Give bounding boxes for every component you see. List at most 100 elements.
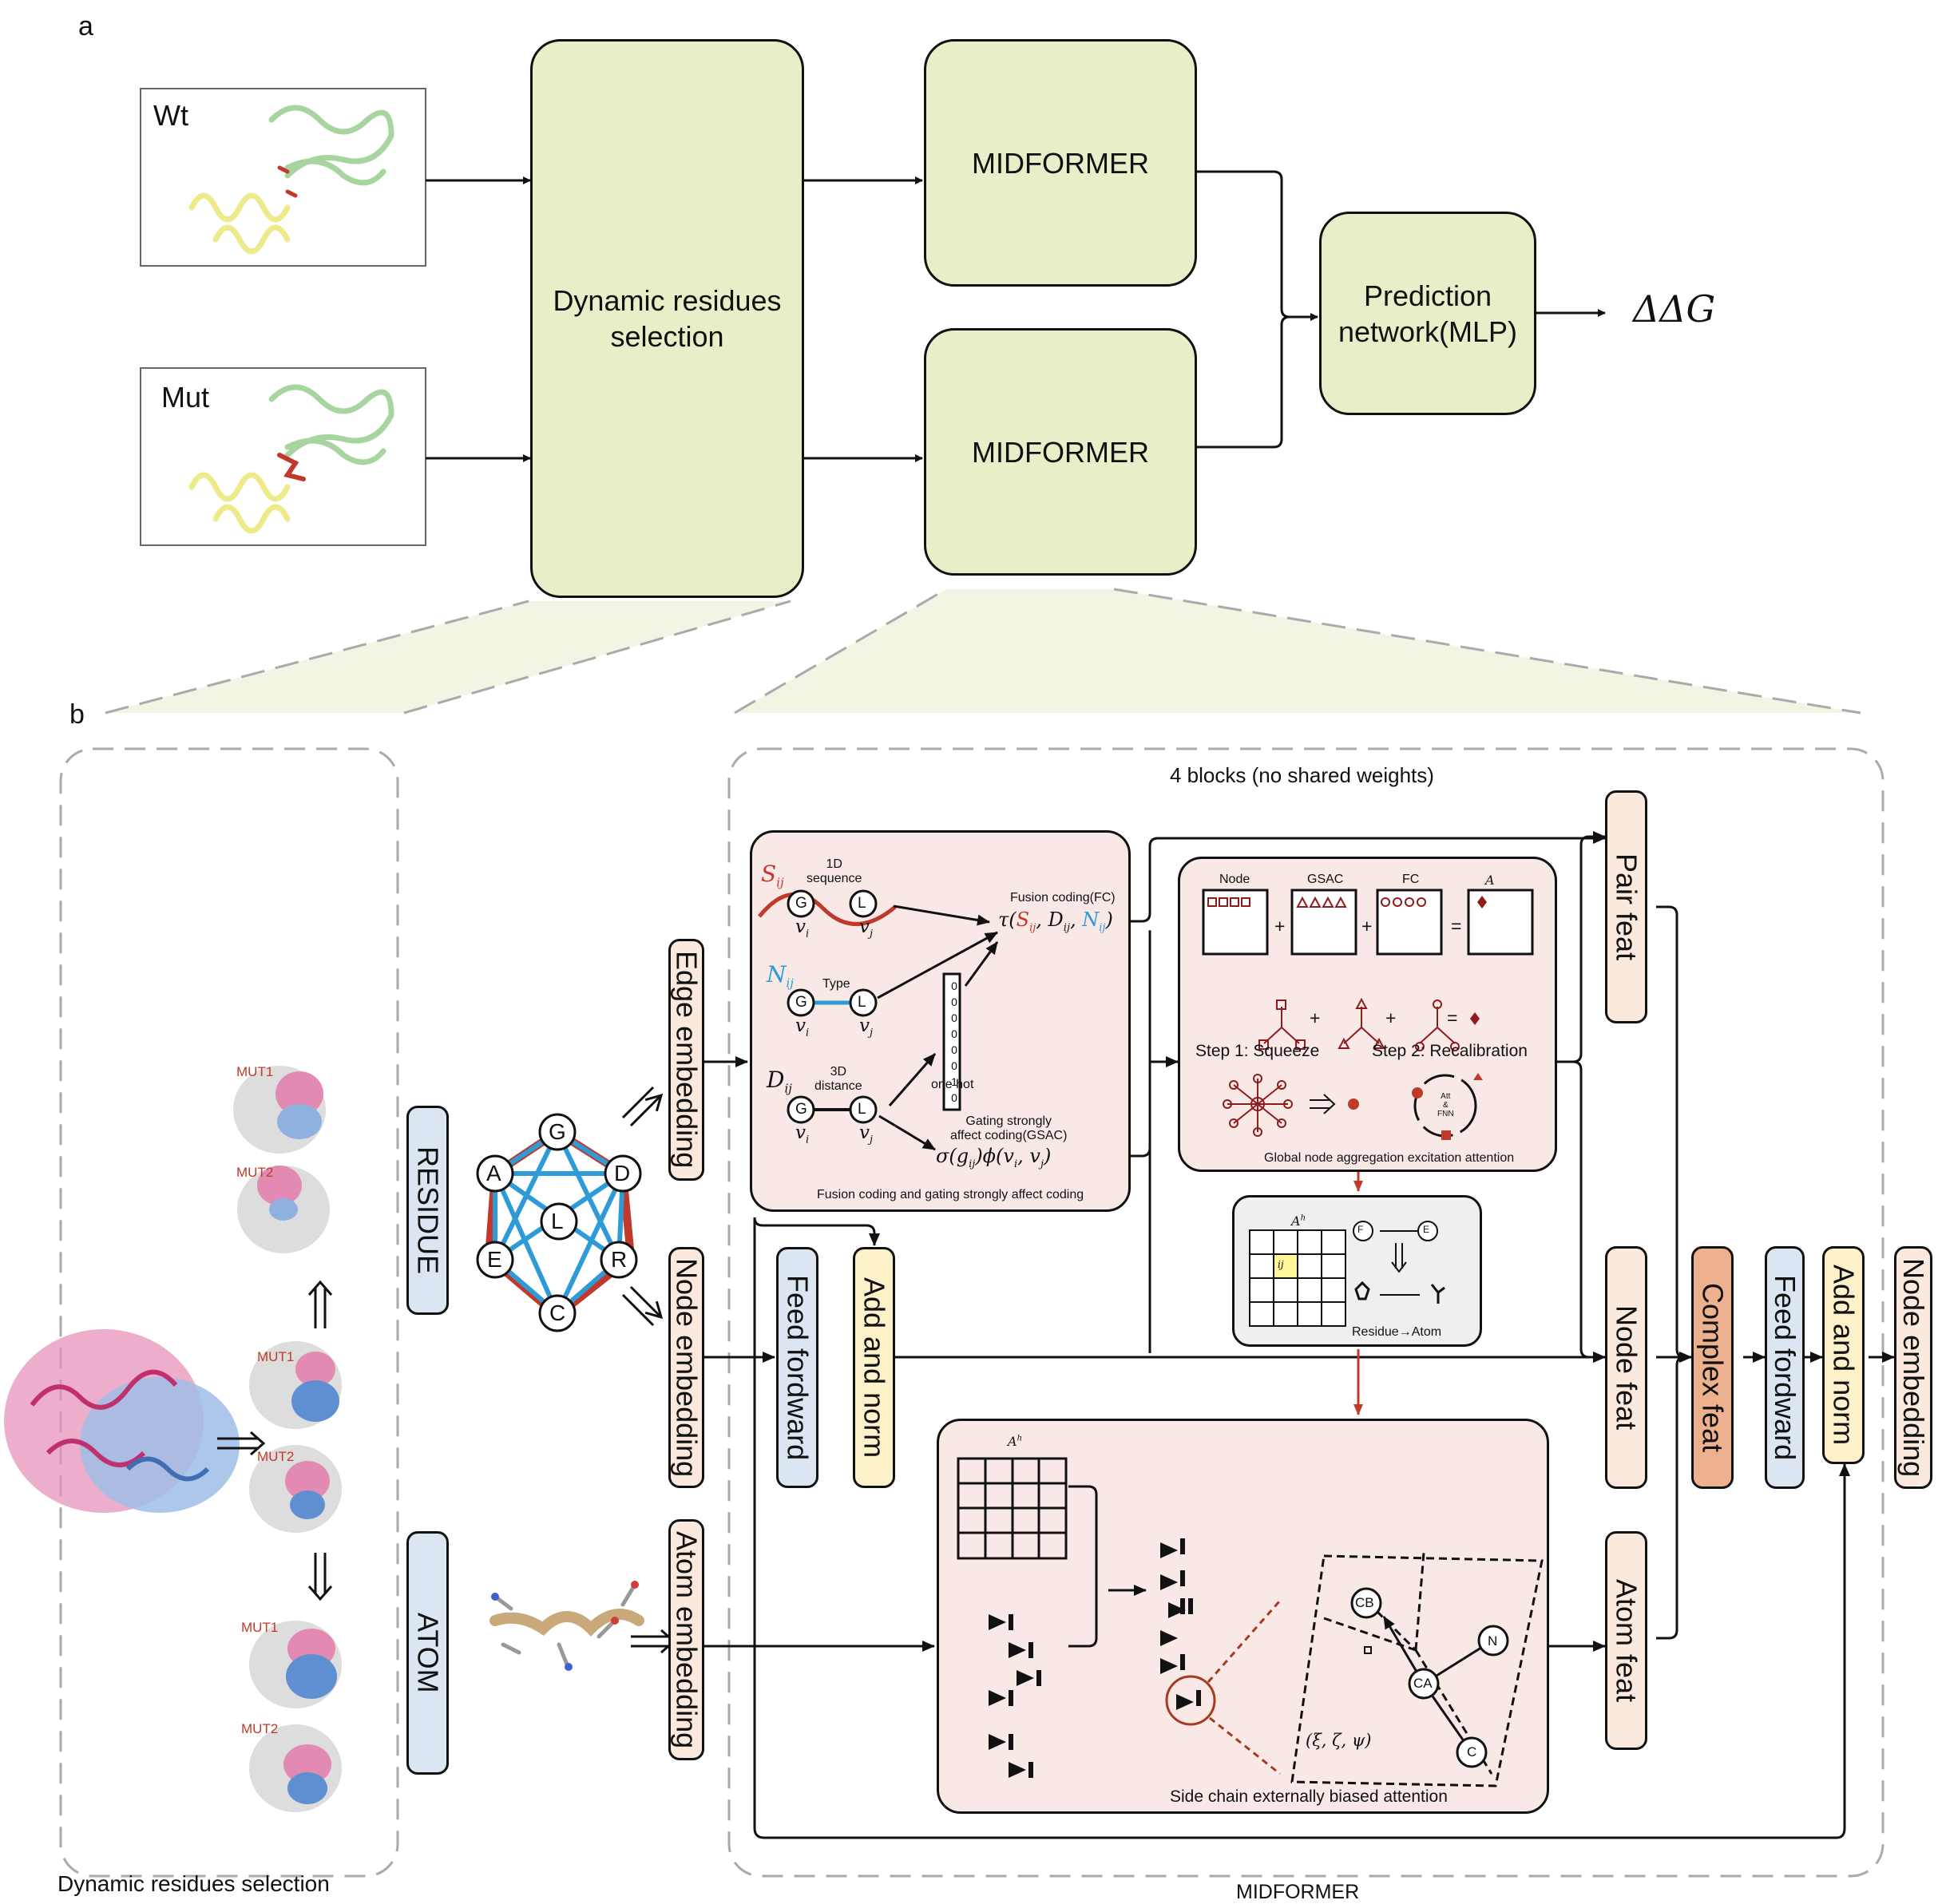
c-label: C — [1467, 1744, 1477, 1760]
residue-label: RESIDUE — [411, 1146, 445, 1275]
mut-protein-picture — [188, 384, 394, 534]
ah-label-1: Ah — [1291, 1213, 1306, 1229]
mini-proteins — [233, 1066, 342, 1812]
gsac-title: Gating strongly affect coding(GSAC) — [950, 1114, 1068, 1142]
atom-embedding-label: Atom embedding — [670, 1530, 703, 1749]
node-g-1: G — [795, 895, 807, 912]
graph-node-r: R — [611, 1247, 628, 1272]
node-embedding-out-label: Node embedding — [1897, 1257, 1930, 1478]
vi-3: vi — [795, 1122, 810, 1146]
midformer-top-box: MIDFORMER — [924, 39, 1197, 287]
gsac-formula: σ(gij)ϕ(vi, vj) — [936, 1145, 1052, 1170]
vj-3: vj — [859, 1122, 874, 1146]
gnae-node-label: Node — [1219, 873, 1250, 886]
e-node-label: E — [1423, 1224, 1430, 1235]
node-l-1: L — [858, 895, 866, 912]
gnae-gsac-label: GSAC — [1307, 873, 1344, 886]
add-and-norm-1-box: Add and norm — [853, 1247, 895, 1488]
d-ij: Dij — [767, 1067, 792, 1096]
edge-embedding-label: Edge embedding — [670, 951, 703, 1169]
gnae-fc-label: FC — [1402, 873, 1420, 886]
feed-forward-1-label: Feed fordward — [781, 1274, 814, 1461]
residue-box: RESIDUE — [406, 1106, 449, 1315]
panel-b-letter: b — [69, 699, 85, 730]
complex-feat-label: Complex feat — [1696, 1282, 1730, 1453]
dynamic-residues-selection-box: Dynamic residues selection — [530, 39, 804, 598]
node-g-2: G — [795, 994, 807, 1011]
ddg-output: ΔΔG — [1633, 287, 1716, 331]
node-g-3: G — [795, 1101, 807, 1118]
mut1-label-b: MUT1 — [257, 1349, 295, 1364]
one-hot-digit: 1 — [951, 1075, 957, 1088]
cb-label: CB — [1355, 1595, 1374, 1610]
fusion-caption: Fusion coding and gating strongly affect… — [817, 1188, 1084, 1201]
ca-label: CA — [1413, 1676, 1433, 1691]
side-chain-graphics — [957, 1457, 1544, 1787]
right-caption: MIDFORMER — [1236, 1881, 1360, 1903]
graph-node-l: L — [551, 1209, 564, 1233]
dist-label: 3D distance — [814, 1065, 862, 1093]
feed-forward-1-box: Feed fordward — [776, 1247, 818, 1488]
vi-1: vi — [795, 916, 810, 940]
node-feat-label: Node feat — [1610, 1304, 1643, 1431]
edge-embedding-box: Edge embedding — [668, 939, 704, 1181]
add-and-norm-2-box: Add and norm — [1822, 1246, 1865, 1464]
residue-graph — [476, 1113, 642, 1332]
vi-2: vi — [795, 1015, 810, 1039]
gnae-a-label: A — [1485, 873, 1495, 888]
gnae-plus-1: + — [1274, 916, 1286, 936]
pair-feat-label: Pair feat — [1610, 853, 1643, 961]
graph-node-d: D — [614, 1161, 631, 1186]
gnae-plus-2: + — [1361, 916, 1373, 936]
feed-forward-2-box: Feed fordward — [1765, 1246, 1805, 1489]
atom-molecule-picture — [489, 1581, 644, 1671]
add-and-norm-1-label: Add and norm — [858, 1277, 891, 1459]
side-chain-caption: Side chain externally biased attention — [1170, 1787, 1448, 1806]
fc-title: Fusion coding(FC) — [1010, 891, 1116, 904]
n-label: N — [1488, 1633, 1498, 1649]
att-fnn-label: Att & FNN — [1437, 1092, 1454, 1118]
f-node-label: F — [1357, 1224, 1364, 1235]
fusion-coding-module — [750, 830, 1131, 1212]
mut-label: Mut — [161, 381, 210, 414]
atom-embedding-box: Atom embedding — [668, 1519, 704, 1760]
gnae-equals-1: = — [1451, 916, 1462, 936]
node-embedding-box: Node embedding — [668, 1247, 704, 1488]
mut1-label-c: MUT1 — [241, 1620, 279, 1635]
one-hot-digit: 0 — [951, 1091, 957, 1104]
pair-feat-box: Pair feat — [1605, 790, 1647, 1023]
complex-protein-picture — [4, 1329, 240, 1513]
fusion-coding-graphics — [758, 889, 999, 1151]
graph-node-e: E — [487, 1247, 502, 1272]
atom-box: ATOM — [406, 1531, 449, 1775]
seq-label: 1D sequence — [807, 857, 862, 885]
one-hot-digit: 0 — [951, 1059, 957, 1072]
one-hot-digit: 0 — [951, 980, 957, 992]
node-l-2: L — [858, 994, 866, 1011]
node-l-3: L — [858, 1101, 866, 1118]
prediction-network-label: Prediction network(MLP) — [1338, 279, 1518, 348]
prediction-network-box: Prediction network(MLP) — [1319, 212, 1536, 415]
node-feat-box: Node feat — [1605, 1246, 1647, 1489]
feed-forward-2-label: Feed fordward — [1769, 1274, 1801, 1461]
vj-2: vj — [859, 1015, 874, 1039]
one-hot-label: one hot — [931, 1078, 974, 1091]
mut2-label-a: MUT2 — [236, 1165, 274, 1180]
type-label: Type — [822, 977, 850, 991]
gnae-caption: Global node aggregation excitation atten… — [1264, 1151, 1515, 1165]
s-ij: Sij — [761, 861, 784, 890]
gnae-plus-3: + — [1310, 1007, 1321, 1028]
one-hot-digit: 0 — [951, 1043, 957, 1056]
wt-label: Wt — [153, 99, 188, 132]
step2-label: Step 2: Recalibration — [1372, 1042, 1528, 1060]
fc-formula: τ(Sij, Dij, Nij) — [998, 908, 1113, 934]
residue-atom-graphics — [1249, 1221, 1445, 1327]
complex-feat-box: Complex feat — [1691, 1246, 1734, 1489]
gnae-plus-4: + — [1385, 1007, 1397, 1028]
step1-label: Step 1: Squeeze — [1195, 1042, 1320, 1060]
midformer-bottom-label: MIDFORMER — [972, 435, 1149, 469]
node-embedding-label: Node embedding — [670, 1257, 703, 1478]
midformer-bottom-box: MIDFORMER — [924, 328, 1197, 576]
